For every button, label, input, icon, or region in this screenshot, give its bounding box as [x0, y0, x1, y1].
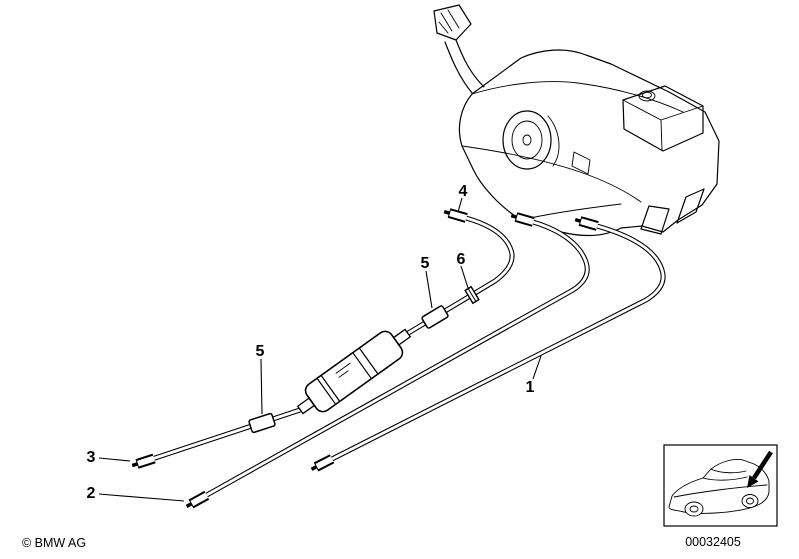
car-icon [668, 459, 770, 517]
expansion-tank [622, 85, 704, 152]
filler-cap [433, 4, 472, 41]
tank-bottom-contour [520, 203, 622, 221]
leader-1 [532, 355, 542, 380]
fitting-pipe2-tank-end [511, 216, 533, 222]
fuel-filter [296, 328, 412, 415]
tank-mid-contour [461, 145, 642, 203]
leader-4 [457, 197, 463, 213]
callout-2[interactable]: 2 [87, 485, 96, 502]
document-number: 00032405 [685, 535, 741, 549]
callout-6[interactable]: 6 [457, 251, 466, 268]
leader-5-upper [425, 270, 433, 309]
leader-3 [98, 457, 131, 462]
sleeve-lower [247, 412, 277, 434]
fitting-pipe2-end [187, 495, 207, 506]
fuel-pump-flange [502, 110, 552, 170]
tank-top-contour [471, 81, 684, 113]
fitting-hose-tank-end [444, 212, 466, 218]
callout-5-upper[interactable]: 5 [421, 255, 430, 272]
callout-4[interactable]: 4 [459, 183, 468, 200]
leader-5-lower [260, 358, 263, 415]
filler-neck [444, 39, 485, 94]
filter-body [304, 330, 404, 413]
copyright: © BMW AG [22, 536, 86, 550]
fitting-pipe1-end [312, 459, 332, 469]
leader-lines [98, 197, 542, 502]
leader-6 [460, 265, 469, 289]
callouts: 4 5 6 5 1 3 2 [87, 183, 535, 502]
callout-5-lower[interactable]: 5 [256, 343, 265, 360]
callout-1[interactable]: 1 [526, 379, 535, 396]
sleeve-upper [420, 304, 450, 330]
filler-cap-hatch [438, 9, 460, 34]
callout-3[interactable]: 3 [87, 449, 96, 466]
fitting-pipe1-tank-end [575, 220, 597, 226]
fuel-tank [433, 4, 720, 237]
fitting-pipe3-end [132, 458, 154, 465]
tank-straps [571, 151, 705, 235]
leader-2 [98, 493, 185, 502]
car-location-inset [663, 444, 778, 527]
tank-seam [547, 115, 560, 167]
filter-inlet-hose [405, 218, 512, 335]
fuel-pipe-3 [152, 410, 300, 459]
location-arrow-icon [747, 450, 773, 488]
